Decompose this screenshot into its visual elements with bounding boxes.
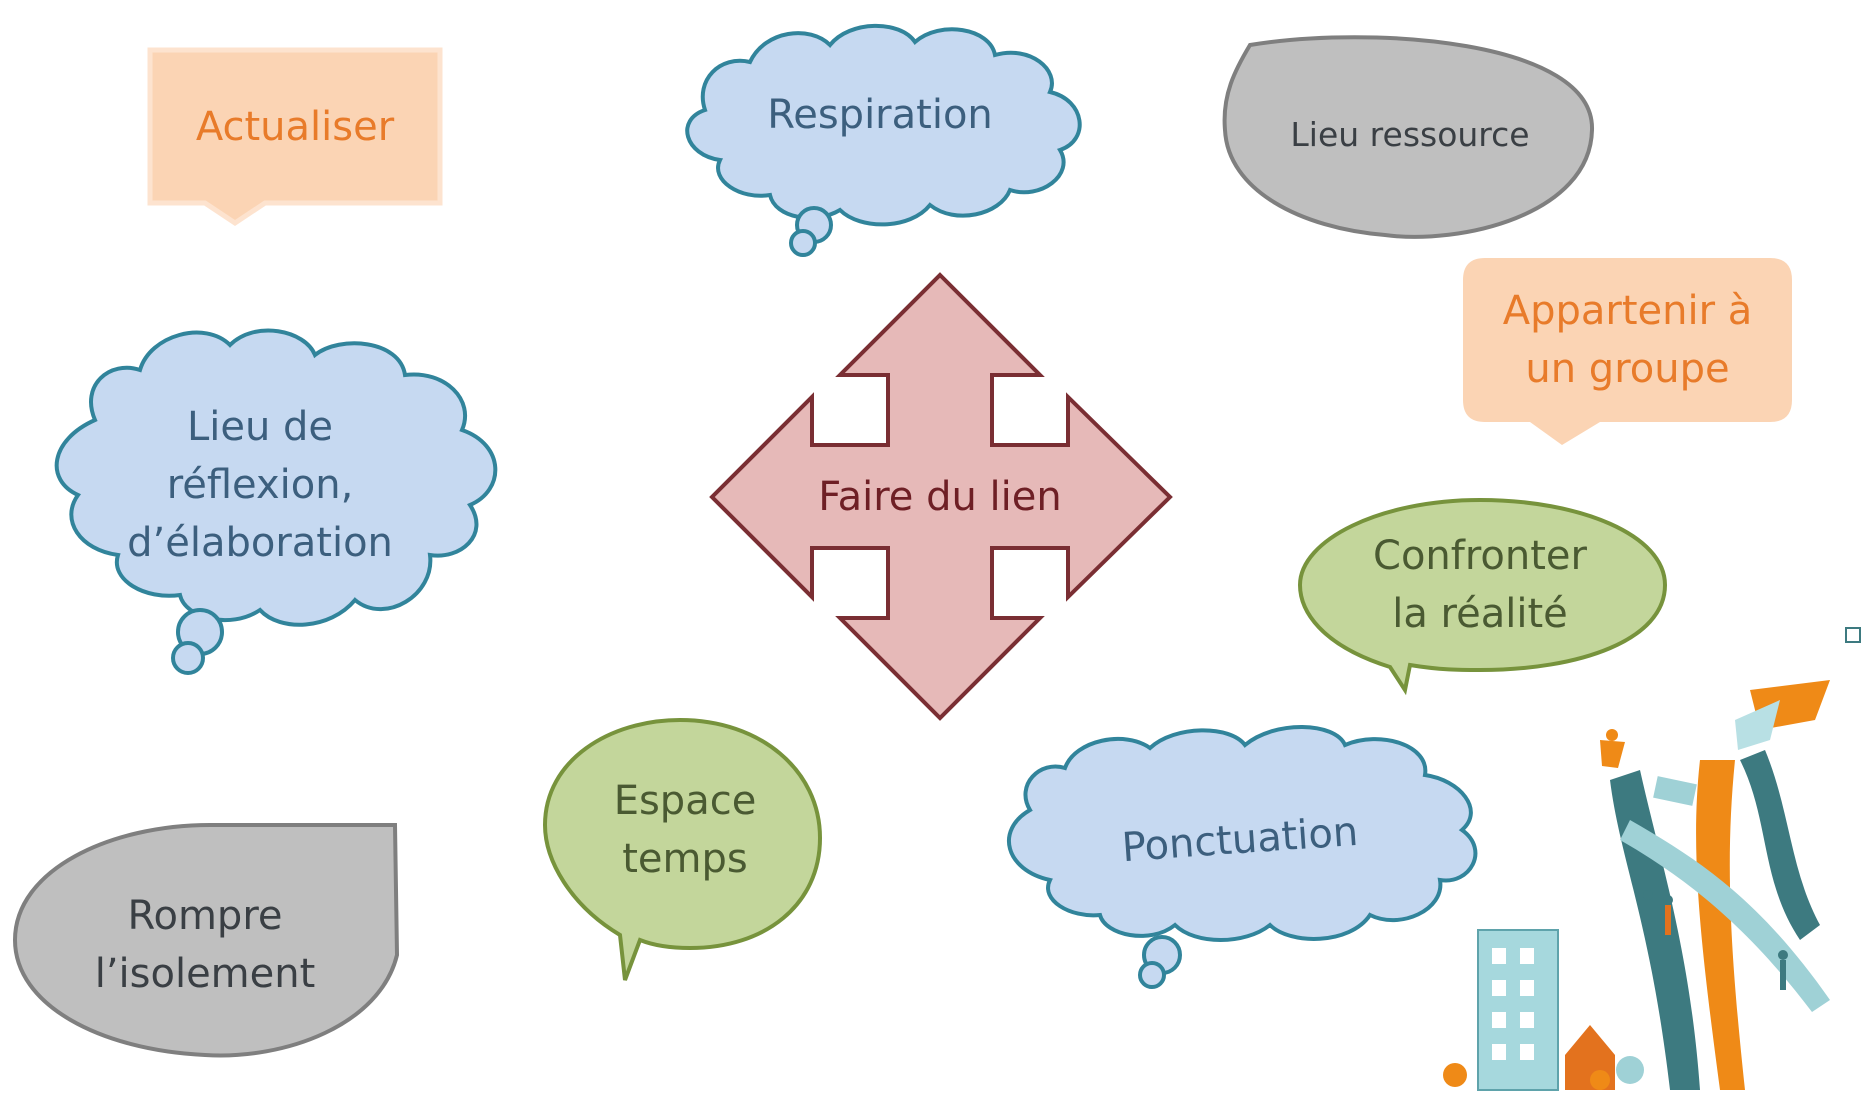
actualiser-callout-shape	[147, 47, 443, 227]
appartenir-callout-shape	[1463, 258, 1792, 445]
four-way-arrow	[709, 272, 1173, 721]
rompre-shape	[12, 823, 400, 1058]
actualiser-label: Actualiser	[195, 103, 395, 150]
lieu-ressource-shape	[1222, 35, 1595, 239]
appartenir-label: Appartenir à un groupe	[1502, 288, 1753, 392]
lieu-ressource-label: Lieu ressource	[1290, 115, 1530, 155]
rompre-label: Rompre l’isolement	[94, 893, 316, 997]
espace-temps-callout-shape	[542, 717, 823, 981]
ponctuation-cloud-shape	[1006, 725, 1478, 989]
respiration-cloud-shape	[685, 23, 1082, 257]
confronter-callout-shape	[1297, 497, 1668, 696]
lieu-reflexion-cloud-shape	[54, 328, 498, 675]
city-people-illustration	[1443, 627, 1861, 1091]
respiration-label: Respiration	[767, 92, 993, 138]
lieu-reflexion-label: Lieu de réflexion, d’élaboration	[127, 404, 393, 566]
center-label: Faire du lien	[818, 474, 1062, 520]
confronter-label: Confronter la réalité	[1373, 533, 1587, 637]
espace-temps-label: Espace temps	[613, 778, 757, 882]
